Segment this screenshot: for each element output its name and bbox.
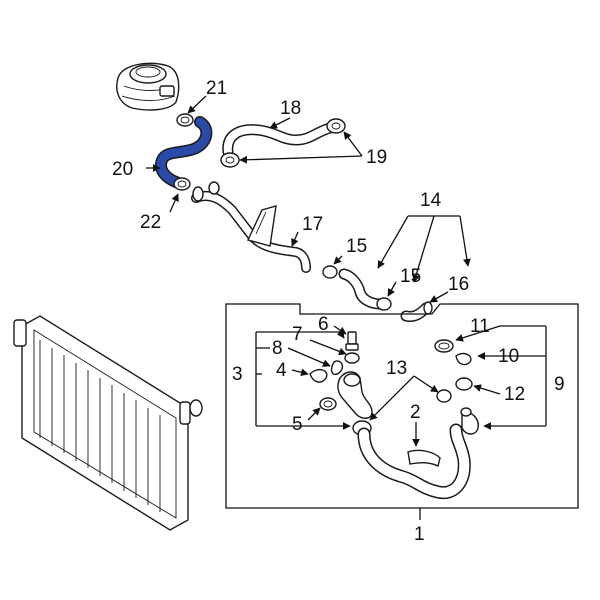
callout-10: 10 (498, 346, 519, 367)
hose-clamp-19b (220, 152, 240, 168)
callout-12: 12 (504, 384, 525, 405)
coolant-hose-16 (400, 301, 433, 322)
hose-clamp-19a (326, 118, 346, 134)
coolant-hose-14 (338, 268, 386, 310)
hose-clamp-15a (322, 265, 338, 279)
callout-labels: 21 20 22 18 19 17 14 15 15 16 6 7 8 4 3 … (112, 78, 565, 545)
coolant-expansion-tank (116, 62, 180, 111)
callout-22: 22 (140, 212, 161, 233)
callout-18: 18 (280, 98, 301, 119)
callout-3: 3 (232, 364, 243, 385)
coolant-flange-3 (337, 371, 373, 419)
retaining-clip-8 (330, 360, 344, 376)
callout-5: 5 (292, 414, 303, 435)
callout-14: 14 (420, 190, 442, 211)
detail-box (225, 303, 579, 509)
callout-16: 16 (448, 274, 469, 295)
o-ring-11 (434, 339, 454, 353)
callout-6: 6 (318, 314, 329, 335)
callout-13: 13 (386, 358, 407, 379)
hose-fitting-9 (460, 407, 479, 435)
hose-connector-2 (407, 449, 441, 468)
retaining-clip-4 (309, 368, 328, 383)
o-ring-7 (344, 352, 360, 364)
hose-clamp-13 (352, 389, 452, 436)
hose-clamp-12 (455, 377, 473, 391)
callout-1: 1 (414, 524, 425, 545)
sensor-fitting-6 (345, 331, 359, 351)
radiator (13, 315, 203, 531)
callout-8: 8 (272, 338, 283, 359)
callout-7: 7 (292, 324, 303, 345)
callout-19: 19 (366, 147, 387, 168)
callout-9: 9 (554, 374, 565, 395)
callout-15-upper: 15 (346, 236, 367, 257)
hose-clamp-15b (376, 297, 392, 311)
callout-17: 17 (302, 214, 323, 235)
callout-4: 4 (276, 360, 287, 381)
coolant-pipe-17 (191, 181, 311, 273)
hose-clamp-21 (176, 113, 194, 127)
callout-2: 2 (410, 402, 421, 423)
highlighted-coolant-hose-20 (155, 116, 213, 188)
o-ring-5 (319, 397, 337, 411)
callout-21: 21 (206, 78, 227, 99)
coolant-hose-18 (222, 122, 336, 158)
callout-15-lower: 15 (400, 266, 421, 287)
callout-20: 20 (112, 159, 133, 180)
hose-clamp-22 (173, 177, 191, 191)
retaining-clip-10 (455, 352, 472, 366)
callout-11: 11 (470, 316, 490, 337)
leader-lines (146, 95, 547, 520)
coolant-hose-1 (357, 423, 471, 500)
